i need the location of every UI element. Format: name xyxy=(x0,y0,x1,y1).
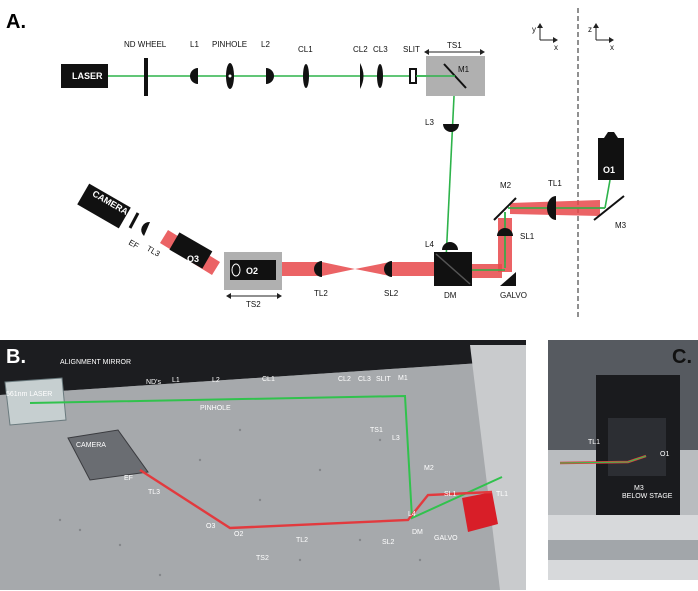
axis-x2-label: x xyxy=(610,43,614,52)
photo-label-sl2: SL2 xyxy=(382,539,395,546)
m3-label: M3 xyxy=(615,221,627,230)
nd-wheel-label: ND WHEEL xyxy=(124,40,167,49)
photo-label-ef: EF xyxy=(124,475,133,482)
photo-label-l2: L2 xyxy=(212,377,220,384)
mirror-m2 xyxy=(493,197,517,221)
photo-label-nd-s: ND's xyxy=(146,379,161,386)
cl1-label: CL1 xyxy=(298,45,313,54)
panel-b-tag: B. xyxy=(6,346,26,368)
m2-label: M2 xyxy=(500,181,512,190)
lens-l1 xyxy=(190,68,198,84)
o3-label: O3 xyxy=(187,254,199,264)
ts1-label: TS1 xyxy=(447,41,462,50)
emission-filter xyxy=(128,212,140,229)
sl2-label: SL2 xyxy=(384,289,399,298)
axes-right: z x xyxy=(588,23,614,52)
photo-label-l4: L4 xyxy=(408,511,416,518)
lens-l3 xyxy=(443,124,459,132)
lens-sl1 xyxy=(497,228,513,236)
sl1-label: SL1 xyxy=(520,232,535,241)
red-beam-upper xyxy=(472,200,600,278)
l1-label: L1 xyxy=(190,40,199,49)
panel-b-photo xyxy=(0,340,526,590)
o2-label: O2 xyxy=(246,266,258,276)
objective-o3 xyxy=(169,232,213,269)
axes-left: y x xyxy=(532,23,558,52)
laser-box xyxy=(61,64,108,88)
lens-cl2 xyxy=(360,63,364,89)
l4-label: L4 xyxy=(425,240,434,249)
slit xyxy=(409,68,417,84)
ts2-label: TS2 xyxy=(246,300,261,309)
photo-label-tl1: TL1 xyxy=(496,491,508,498)
photo-laser-label: 561nm LASER xyxy=(6,391,52,398)
objective-o2 xyxy=(230,260,276,280)
photo-label-sl1: SL1 xyxy=(444,491,457,498)
photo-label-ts2: TS2 xyxy=(256,555,269,562)
camera-box xyxy=(77,183,131,229)
l2-label: L2 xyxy=(261,40,270,49)
photo-label-alignment-mirror: ALIGNMENT MIRROR xyxy=(60,359,131,366)
photo-c-tl1-label: TL1 xyxy=(588,439,600,446)
l3-label: L3 xyxy=(425,118,434,127)
photo-label-l3: L3 xyxy=(392,435,400,442)
lens-sl2 xyxy=(384,261,392,277)
lens-tl3 xyxy=(141,221,150,236)
axis-x-label: x xyxy=(554,43,558,52)
panel-c-tag: C. xyxy=(672,346,692,368)
galvo-mirror xyxy=(500,272,516,286)
photo-label-m1: M1 xyxy=(398,375,408,382)
cl2-label: CL2 xyxy=(353,45,368,54)
photo-label-pinhole: PINHOLE xyxy=(200,405,231,412)
tl2-label: TL2 xyxy=(314,289,328,298)
photo-label-tl3: TL3 xyxy=(148,489,160,496)
panel-a-tag: A. xyxy=(6,11,26,33)
photo-c-m3-note: BELOW STAGE xyxy=(622,493,673,500)
photo-label-cl1: CL1 xyxy=(262,376,275,383)
lens-cl3 xyxy=(377,64,383,88)
dm-label: DM xyxy=(444,291,457,300)
m1-label: M1 xyxy=(458,65,470,74)
photo-label-o3: O3 xyxy=(206,523,215,530)
objective-o1 xyxy=(598,138,624,180)
galvo-label: GALVO xyxy=(500,291,527,300)
photo-c-o1-label: O1 xyxy=(660,451,669,458)
photo-c-m3-label: M3 xyxy=(634,485,644,492)
lens-tl2 xyxy=(314,261,322,277)
photo-label-dm: DM xyxy=(412,529,423,536)
pinhole-label: PINHOLE xyxy=(212,40,247,49)
panel-c-photo xyxy=(548,340,698,580)
photo-label-tl2: TL2 xyxy=(296,537,308,544)
laser-label: LASER xyxy=(72,71,103,81)
photo-label-m2: M2 xyxy=(424,465,434,472)
red-beam-lower xyxy=(282,262,434,276)
photo-label-slit: SLIT xyxy=(376,376,392,383)
lens-tl1 xyxy=(547,196,556,220)
lens-l4 xyxy=(442,242,458,250)
axis-y-label: y xyxy=(532,25,536,34)
o1-label: O1 xyxy=(603,165,615,175)
photo-label-cl2: CL2 xyxy=(338,376,351,383)
photo-label-l1: L1 xyxy=(172,377,180,384)
photo-label-ts1: TS1 xyxy=(370,427,383,434)
cl3-label: CL3 xyxy=(373,45,388,54)
axis-z-label: z xyxy=(588,25,592,34)
photo-label-galvo: GALVO xyxy=(434,535,458,542)
tl1-label: TL1 xyxy=(548,179,562,188)
lens-l2 xyxy=(266,68,274,84)
lens-cl1 xyxy=(303,64,309,88)
tl3-label: TL3 xyxy=(145,244,162,259)
slit-label: SLIT xyxy=(403,45,420,54)
mirror-m3 xyxy=(593,195,625,221)
photo-label-o2: O2 xyxy=(234,531,243,538)
photo-label-cl3: CL3 xyxy=(358,376,371,383)
nd-wheel xyxy=(144,58,148,96)
ef-label: EF xyxy=(127,238,140,251)
photo-camera-label: CAMERA xyxy=(76,442,106,449)
